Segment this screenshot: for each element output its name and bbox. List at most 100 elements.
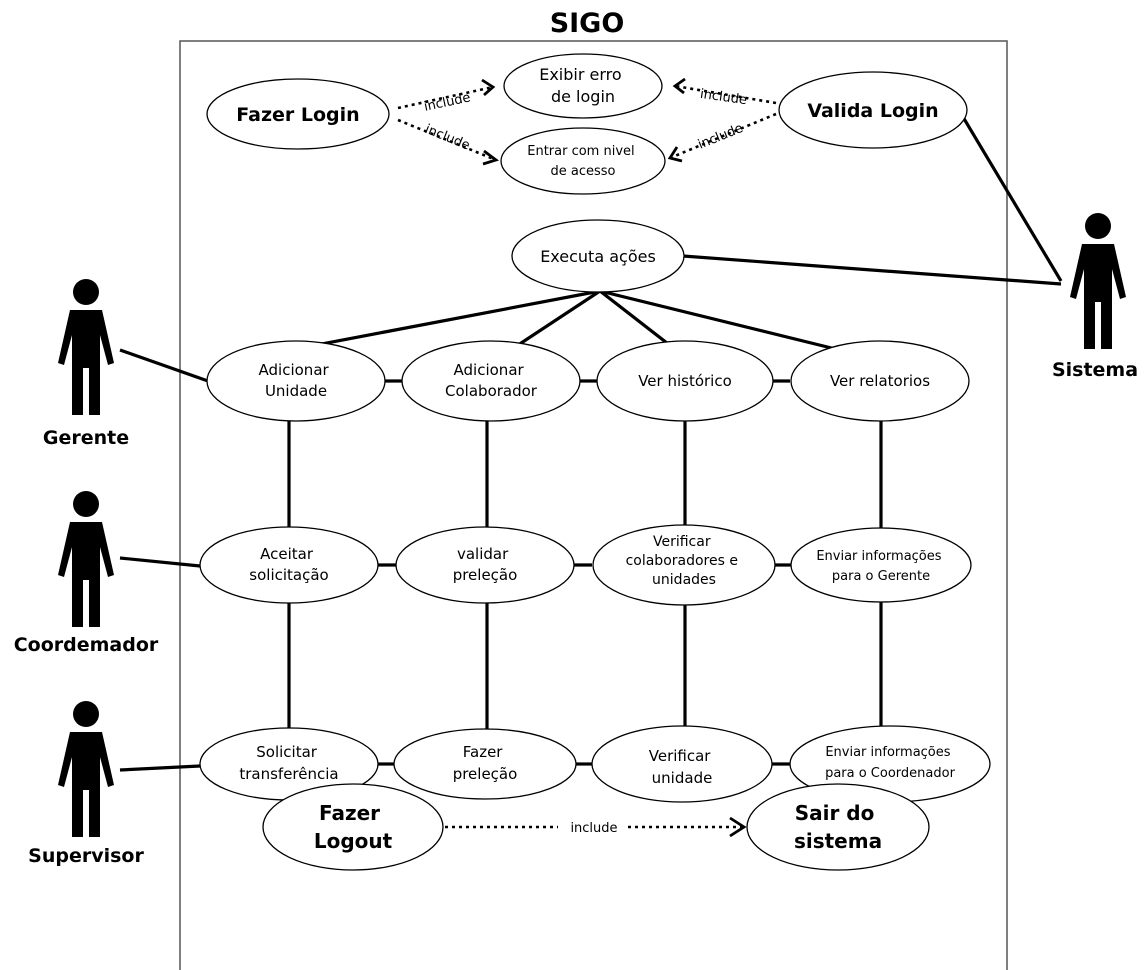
assoc-sistema-valida-login	[961, 116, 1063, 282]
assoc-coordenador-aceitar	[119, 556, 201, 568]
use-case-label: Verificar	[653, 534, 711, 550]
svg-text:validar preleção: validar preleção	[453, 545, 518, 584]
use-case-sair-do-sistema[interactable]: Sair do sistema	[746, 783, 930, 871]
assoc-supervisor-solicitar	[119, 764, 201, 772]
use-case-label: Fazer Login	[236, 104, 359, 126]
svg-text:Adicionar Colaborador: Adicionar Colaborador	[445, 361, 538, 400]
use-case-label: Adicionar	[259, 361, 330, 379]
use-case-label: transferência	[239, 765, 338, 783]
use-case-label: unidades	[652, 572, 716, 588]
system-title: SIGO	[550, 8, 625, 39]
use-case-label: Fazer	[463, 743, 504, 761]
include-label: include	[696, 121, 745, 153]
use-case-label: Valida Login	[807, 100, 938, 122]
include-label: include	[423, 122, 472, 154]
use-case-label: validar	[457, 545, 509, 563]
use-case-verificar-unidade[interactable]: Verificar unidade	[591, 725, 773, 803]
arrowhead-icon	[729, 816, 747, 838]
use-case-label: Solicitar	[256, 743, 318, 761]
use-case-label: unidade	[652, 769, 713, 787]
use-case-label: Verificar	[649, 747, 712, 765]
include-arrow-valida-erro	[674, 84, 777, 105]
actor-coordenador[interactable]: Coordemador	[14, 491, 159, 656]
use-case-adicionar-unidade[interactable]: Adicionar Unidade	[206, 340, 386, 422]
use-case-fazer-prelecao[interactable]: Fazer preleção	[393, 728, 577, 800]
stick-figure-icon	[58, 491, 114, 627]
stick-figure-icon	[58, 279, 114, 415]
use-case-label: preleção	[453, 566, 518, 584]
include-label: include	[570, 821, 617, 836]
use-case-label: Fazer	[319, 801, 380, 825]
use-case-label: Enviar informações	[825, 745, 950, 760]
actor-gerente[interactable]: Gerente	[43, 279, 129, 449]
use-case-label: Logout	[314, 829, 393, 853]
svg-text:Aceitar solicitação: Aceitar solicitação	[249, 545, 328, 584]
use-case-fazer-login[interactable]: Fazer Login	[206, 78, 390, 150]
use-case-label: Sair do	[795, 801, 875, 825]
use-case-label: Adicionar	[454, 361, 525, 379]
use-case-verificar-colaboradores-e-unidades[interactable]: Verificar colaboradores e unidades	[592, 524, 776, 606]
svg-text:Fazer preleção: Fazer preleção	[453, 743, 518, 783]
svg-text:Verificar colaboradores: Verificar colaboradores e unidades	[626, 534, 743, 588]
svg-text:Fazer Logout: Fazer Logout	[314, 801, 393, 853]
use-case-ver-historico[interactable]: Ver histórico	[596, 340, 774, 422]
svg-text:Sair do sistema: Sair do sistema	[794, 801, 882, 853]
use-case-exibir-erro-de-login[interactable]: Exibir erro de login	[503, 53, 663, 119]
arrowhead-icon	[481, 78, 496, 97]
svg-text:Valida Login: Valida Login	[807, 100, 938, 122]
svg-text:Adicionar Unidade: Adicionar Unidade	[259, 361, 334, 400]
use-case-label: sistema	[794, 829, 882, 853]
use-case-label: para o Coordenador	[825, 766, 956, 781]
include-label: include	[699, 87, 748, 108]
arrowhead-icon	[667, 146, 683, 163]
use-case-aceitar-solicitacao[interactable]: Aceitar solicitação	[199, 526, 379, 604]
system-boundary	[179, 40, 1008, 970]
svg-text:Enviar informações para: Enviar informações para o Gerente	[816, 549, 945, 584]
assoc-sistema-executa-acoes	[682, 254, 1062, 286]
use-case-enviar-informacoes-para-o-coordenador[interactable]: Enviar informações para o Coordenador	[789, 725, 991, 803]
actor-label: Coordemador	[14, 634, 159, 656]
svg-text:Verificar unidade: Verificar unidade	[649, 747, 716, 787]
assoc-gerente-adicionar-unidade	[119, 348, 209, 383]
stick-figure-icon	[1070, 213, 1126, 349]
use-case-valida-login[interactable]: Valida Login	[778, 71, 968, 149]
assoc-executa-ver-relatorios	[599, 289, 869, 359]
svg-text:Executa ações: Executa ações	[540, 247, 656, 266]
use-case-label: Ver relatorios	[830, 372, 930, 390]
use-case-fazer-logout[interactable]: Fazer Logout	[262, 783, 444, 871]
associations	[119, 116, 1063, 772]
use-case-label: preleção	[453, 765, 518, 783]
svg-text:Entrar com nivel de aces: Entrar com nivel de acesso	[527, 144, 639, 179]
use-case-label: de login	[551, 87, 615, 106]
use-case-label: para o Gerente	[832, 569, 930, 584]
use-case-enviar-informacoes-para-o-gerente[interactable]: Enviar informações para o Gerente	[790, 527, 972, 603]
use-case-executa-acoes[interactable]: Executa ações	[511, 219, 685, 293]
include-arrow-login-erro	[397, 85, 494, 110]
include-arrow-valida-nivel	[669, 112, 777, 160]
arrowhead-icon	[482, 149, 500, 166]
use-case-adicionar-colaborador[interactable]: Adicionar Colaborador	[401, 340, 581, 422]
use-case-label: Executa ações	[540, 247, 656, 266]
use-case-label: colaboradores e	[626, 553, 738, 569]
arrowhead-icon	[672, 77, 686, 95]
use-case-ver-relatorios[interactable]: Ver relatorios	[790, 340, 970, 422]
use-case-label: Colaborador	[445, 382, 538, 400]
svg-text:Fazer Login: Fazer Login	[236, 104, 359, 126]
use-case-solicitar-transferencia[interactable]: Solicitar transferência	[199, 727, 379, 801]
use-case-label: Unidade	[265, 382, 327, 400]
use-case-label: Entrar com nivel	[527, 144, 634, 159]
actor-supervisor[interactable]: Supervisor	[28, 701, 144, 867]
use-case-validar-prelecao[interactable]: validar preleção	[395, 526, 575, 604]
include-label: include	[423, 90, 472, 114]
svg-text:Solicitar transferência: Solicitar transferência	[239, 743, 338, 783]
actor-label: Supervisor	[28, 845, 144, 867]
use-case-label: Ver histórico	[638, 372, 732, 390]
svg-text:Ver relatorios: Ver relatorios	[830, 372, 930, 390]
use-case-label: Enviar informações	[816, 549, 941, 564]
svg-text:Enviar informações para: Enviar informações para o Coordenador	[825, 745, 956, 781]
use-case-entrar-com-nivel-de-acesso[interactable]: Entrar com nivel de acesso	[500, 127, 666, 195]
actor-sistema[interactable]: Sistema	[1052, 213, 1138, 381]
use-case-label: Exibir erro	[539, 65, 621, 84]
stick-figure-icon	[58, 701, 114, 837]
